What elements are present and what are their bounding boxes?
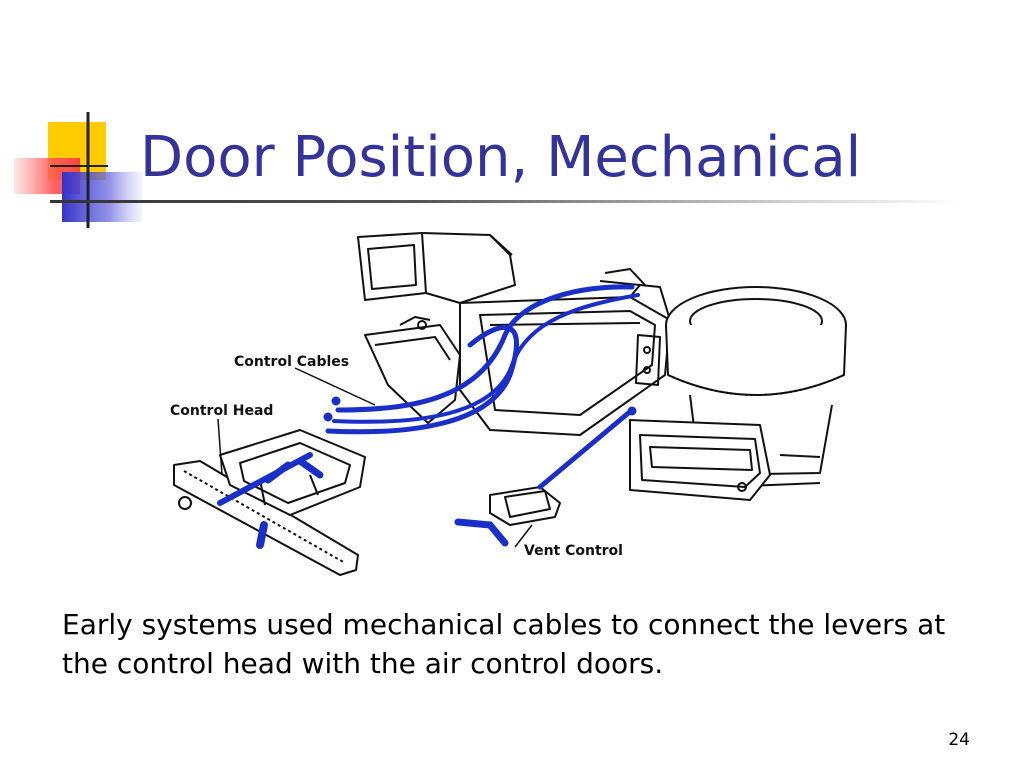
title-corner-decoration: [14, 112, 142, 228]
label-control-head: Control Head: [170, 403, 273, 419]
slide-title: Door Position, Mechanical: [140, 125, 862, 190]
leader-line-vent-control: [514, 524, 533, 548]
body-text: Early systems used mechanical cables to …: [62, 608, 946, 680]
defroster-duct-drawing: [357, 232, 516, 304]
control-head-drawing: [173, 429, 366, 576]
control-cables-blue: [217, 284, 640, 549]
slide-number: 24: [948, 730, 970, 750]
hvac-door-mechanism-illustration: Control Cables Control Head Vent Control: [170, 232, 847, 576]
blower-housing-drawing: [665, 286, 847, 488]
vent-control-drawing: [489, 486, 561, 526]
leader-line-control-head: [217, 418, 223, 476]
leader-line-control-cables: [294, 367, 376, 406]
label-control-cables: Control Cables: [234, 354, 349, 370]
blue-square: [62, 172, 142, 222]
label-vent-control: Vent Control: [524, 543, 623, 559]
title-underline: [50, 200, 970, 203]
lower-vent-outlet-drawing: [629, 419, 821, 501]
